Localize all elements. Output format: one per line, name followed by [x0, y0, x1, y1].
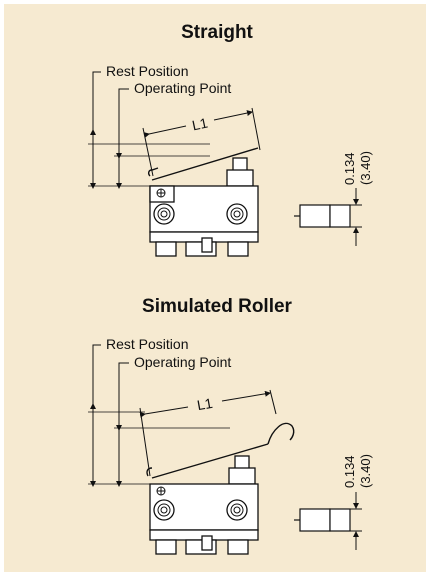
roller-operating-point-label: Operating Point — [134, 354, 231, 370]
roller-rest-position-callout — [90, 344, 101, 487]
roller-thickness-dimension — [350, 492, 362, 550]
roller-reference-lines — [88, 411, 230, 485]
straight-mounting-holes — [153, 188, 248, 225]
roller-rest-position-label: Rest Position — [106, 336, 188, 352]
straight-switch-body — [149, 157, 259, 257]
roller-l1-dimension — [139, 389, 277, 477]
straight-l1-dimension — [142, 107, 261, 177]
straight-terminal-detail — [294, 204, 351, 228]
roller-operating-point-callout — [116, 362, 129, 487]
straight-dim-inch: 0.134 — [342, 152, 357, 185]
straight-operating-point-label: Operating Point — [134, 80, 231, 96]
straight-title: Straight — [181, 22, 253, 43]
straight-lever — [148, 147, 259, 181]
roller-terminal-detail — [294, 508, 351, 532]
straight-operating-point-callout — [116, 88, 129, 189]
roller-dim-inch: 0.134 — [342, 455, 357, 488]
roller-dim-mm: (3.40) — [358, 454, 373, 488]
straight-rest-position-callout — [90, 71, 101, 189]
roller-switch-body — [149, 455, 259, 555]
straight-reference-lines — [88, 143, 210, 187]
roller-title: Simulated Roller — [142, 296, 293, 317]
roller-l1-label: L1 — [196, 395, 214, 413]
roller-lever — [146, 422, 295, 479]
straight-l1-label: L1 — [191, 115, 210, 134]
roller-mounting-holes — [153, 486, 248, 521]
straight-rest-position-label: Rest Position — [106, 63, 188, 79]
straight-dim-mm: (3.40) — [358, 151, 373, 185]
straight-thickness-dimension — [350, 188, 362, 246]
diagram-panel — [4, 4, 426, 572]
